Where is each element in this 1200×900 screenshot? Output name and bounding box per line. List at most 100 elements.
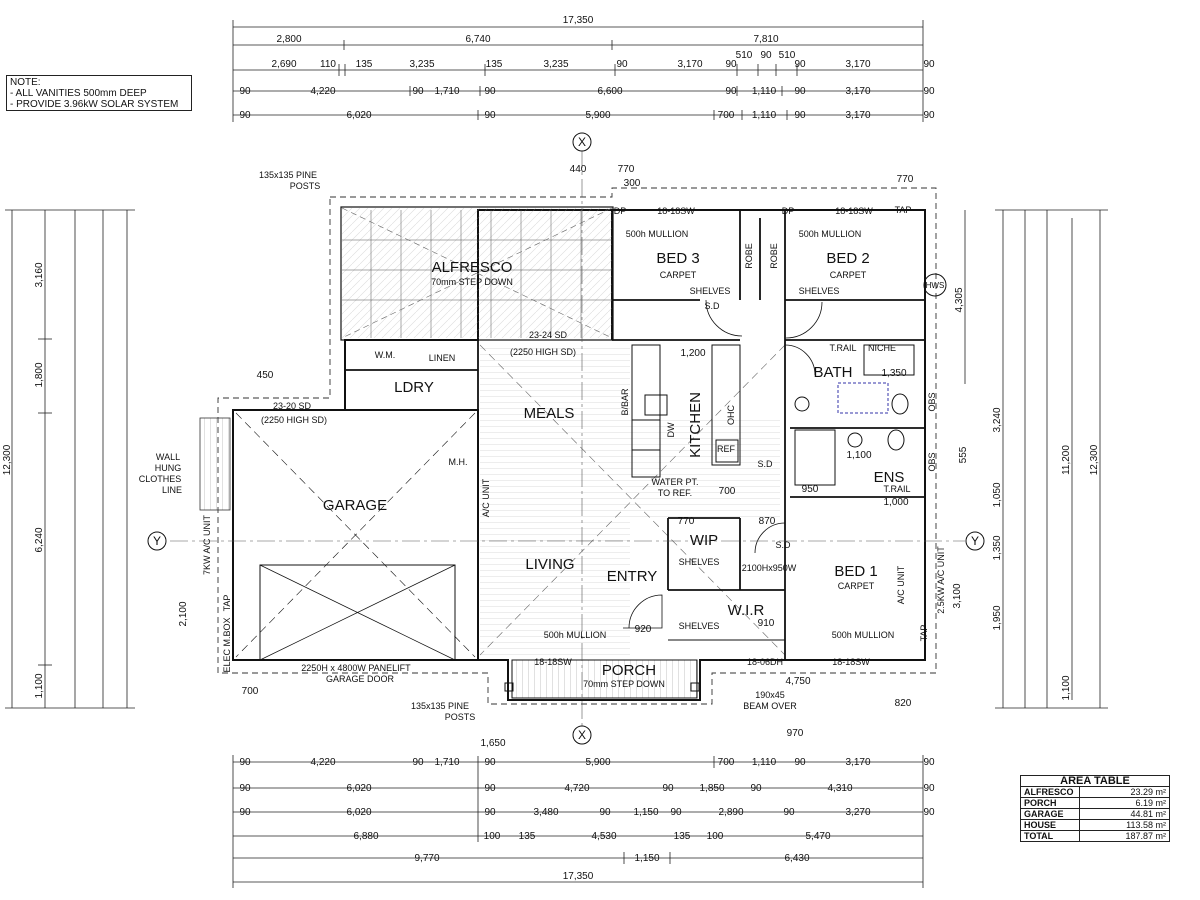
- bbar-label: B/BAR: [620, 388, 630, 416]
- ac-unit: A/C UNIT: [481, 478, 491, 517]
- pine-posts-label: 135x135 PINE: [259, 170, 317, 180]
- bath-fixtures: [794, 344, 915, 486]
- dim-bottom: 2,890: [718, 807, 743, 818]
- beam-over-label: 190x45: [755, 690, 785, 700]
- dim-right: 11,200: [1061, 445, 1072, 475]
- dim-top: 90: [239, 86, 251, 97]
- dim-bottom-overall: 17,350: [563, 871, 594, 882]
- pine-posts-label-bottom: POSTS: [445, 712, 476, 722]
- top-dimension-text: 17,350 2,800 6,740 7,810 2,690 110 135 3…: [239, 15, 935, 121]
- room-living: LIVING: [525, 556, 574, 573]
- dim-left: 3,160: [34, 262, 45, 287]
- room-bed2: BED 2: [826, 250, 869, 267]
- dim-top-overall: 17,350: [563, 15, 594, 26]
- grid-marker-y-left: [147, 531, 167, 551]
- dim-misc: 440: [570, 164, 587, 175]
- dim-left: 6,240: [34, 527, 45, 552]
- sw-1818: 18-18SW: [657, 206, 695, 216]
- dim-bottom: 90: [923, 783, 935, 794]
- dim-right: 4,305: [954, 287, 965, 312]
- dim-misc: 870: [759, 516, 776, 527]
- wm-label: W.M.: [375, 350, 396, 360]
- dim-bottom: 90: [923, 807, 935, 818]
- sd-label: S.D: [757, 459, 773, 469]
- dim-misc: 700: [242, 686, 259, 697]
- bottom-dimensions: [232, 755, 924, 888]
- room-ens: ENS: [874, 469, 905, 486]
- shelves: SHELVES: [690, 286, 731, 296]
- meals-floor: [630, 420, 780, 520]
- dim-bottom: 90: [783, 807, 795, 818]
- misc-dims: 440 770 300 770 450 700 1,650 970 820 4,…: [178, 164, 969, 749]
- robe-label: ROBE: [769, 243, 779, 269]
- dim-right: 1,950: [992, 605, 1003, 630]
- dim-misc: 1,350: [881, 368, 906, 379]
- high-sd: (2250 HIGH SD): [261, 415, 327, 425]
- dim-top: 2,690: [271, 59, 296, 70]
- shelves: SHELVES: [679, 557, 720, 567]
- tap-label: TAP: [919, 625, 929, 642]
- dim-top: 90: [760, 50, 772, 61]
- note-title: NOTE:: [10, 77, 41, 88]
- dp-label: DP: [782, 206, 795, 216]
- mullion: 500h MULLION: [799, 229, 862, 239]
- garage-area: [232, 409, 479, 661]
- alfresco-tiles: [342, 208, 612, 338]
- dim-misc: 920: [635, 624, 652, 635]
- clothes-line-label: LINE: [162, 485, 182, 495]
- shelves: SHELVES: [679, 621, 720, 631]
- dim-top: 7,810: [753, 34, 778, 45]
- bottom-dimension-text: 90 4,220 90 1,710 90 5,900 700 1,110 90 …: [239, 757, 935, 882]
- dim-bottom: 6,020: [346, 783, 371, 794]
- grid-markers: [147, 132, 985, 745]
- dim-top: 110: [320, 59, 336, 70]
- room-ldry: LDRY: [394, 379, 434, 396]
- dim-bottom: 135: [519, 831, 536, 842]
- sw-1818: 18-18SW: [835, 206, 873, 216]
- living-diagonals: [479, 344, 786, 656]
- dim-top: 90: [412, 86, 424, 97]
- dim-top: 90: [794, 110, 806, 121]
- obs-label: OBS: [927, 452, 937, 471]
- dim-top: 90: [239, 110, 251, 121]
- dim-misc: 1,000: [883, 497, 908, 508]
- dim-top: 3,170: [845, 86, 870, 97]
- dim-top: 4,220: [310, 86, 335, 97]
- dim-top: 510: [736, 50, 753, 61]
- dim-misc: 4,750: [785, 676, 810, 687]
- pine-posts-label-bottom: 135x135 PINE: [411, 701, 469, 711]
- dim-bottom: 1,850: [699, 783, 724, 794]
- dim-top: 1,110: [752, 86, 777, 97]
- dim-bottom: 6,430: [784, 853, 809, 864]
- dim-bottom: 6,020: [346, 807, 371, 818]
- dim-top: 2,800: [276, 34, 301, 45]
- obs-label: OBS: [927, 392, 937, 411]
- dim-misc: 950: [802, 484, 819, 495]
- dim-bottom: 90: [662, 783, 674, 794]
- dim-bottom: 5,470: [805, 831, 830, 842]
- bed1-carpet: CARPET: [838, 581, 875, 591]
- grid-axes: [170, 150, 965, 730]
- dim-top: 3,170: [677, 59, 702, 70]
- dim-bottom: 100: [707, 831, 724, 842]
- grid-label-y: Y: [153, 534, 161, 548]
- ref-label: REF: [717, 444, 736, 454]
- dim-top: 90: [725, 59, 737, 70]
- dim-bottom: 1,150: [634, 853, 659, 864]
- sw-1818: 18-18SW: [534, 657, 572, 667]
- sd-2320: 23-20 SD: [273, 401, 312, 411]
- roof-outline: [217, 187, 937, 705]
- dim-top: 135: [486, 59, 503, 70]
- dim-bottom: 4,530: [591, 831, 616, 842]
- dim-bottom: 1,110: [752, 757, 777, 768]
- left-dimension-text: 12,300 3,160 1,800 6,240 1,100: [2, 262, 45, 698]
- room-wip: WIP: [690, 532, 718, 549]
- room-bath: BATH: [814, 364, 853, 381]
- dim-top: 1,110: [752, 110, 777, 121]
- dim-top: 6,600: [597, 86, 622, 97]
- dim-misc: 300: [624, 178, 641, 189]
- clothes-line-label: CLOTHES: [139, 474, 182, 484]
